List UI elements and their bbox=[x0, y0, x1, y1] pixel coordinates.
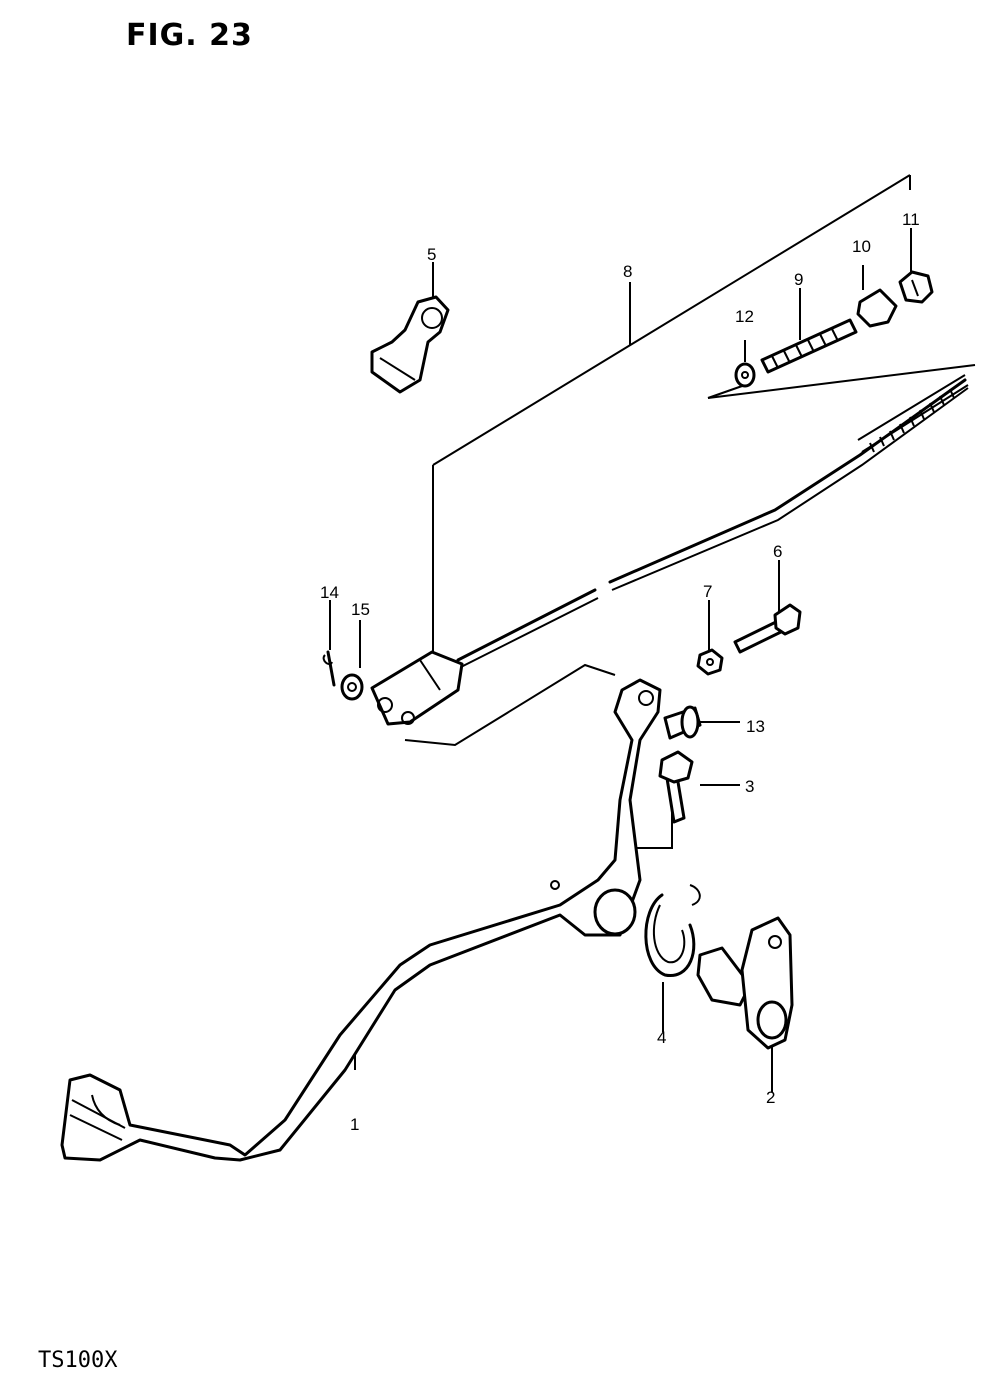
model-code: TS100X bbox=[38, 1348, 118, 1373]
callout-6: 6 bbox=[773, 542, 782, 561]
callout-14: 14 bbox=[320, 583, 339, 602]
callout-4: 4 bbox=[657, 1028, 666, 1047]
part-7-nut bbox=[696, 648, 724, 676]
figure-title: FIG. 23 bbox=[126, 18, 253, 53]
part-8-brake-rod bbox=[370, 374, 969, 726]
part-11-nut bbox=[898, 270, 934, 304]
callout-2: 2 bbox=[766, 1088, 775, 1107]
part-14-cotter-pin bbox=[322, 650, 336, 687]
rod-thread bbox=[869, 388, 955, 453]
callout-10: 10 bbox=[852, 237, 871, 256]
callout-3: 3 bbox=[745, 777, 754, 796]
callout-7: 7 bbox=[703, 582, 712, 601]
callout-15: 15 bbox=[351, 600, 370, 619]
part-9-spring bbox=[760, 318, 858, 374]
part-13-pin bbox=[663, 705, 702, 740]
callout-9: 9 bbox=[794, 270, 803, 289]
part-5-cable-bracket bbox=[370, 295, 450, 394]
part-4-return-spring bbox=[644, 884, 701, 977]
callout-8: 8 bbox=[623, 262, 632, 281]
part-12-washer bbox=[734, 362, 756, 388]
callout-11: 11 bbox=[902, 210, 920, 229]
callout-1: 1 bbox=[350, 1115, 359, 1134]
callout-13: 13 bbox=[746, 717, 765, 736]
part-10-joint bbox=[856, 288, 898, 328]
callout-5: 5 bbox=[427, 245, 436, 264]
part-1-brake-pedal bbox=[60, 678, 662, 1162]
part-2-pedal-shaft bbox=[696, 916, 794, 1050]
callout-12: 12 bbox=[735, 307, 754, 326]
callout-numbers: 1 2 3 4 5 6 7 8 9 10 11 12 13 14 15 bbox=[320, 210, 920, 1134]
part-15-washer bbox=[340, 673, 364, 701]
part-6-bolt bbox=[733, 603, 802, 654]
part-3-bolt bbox=[658, 750, 694, 824]
leader-lines bbox=[329, 174, 976, 1092]
